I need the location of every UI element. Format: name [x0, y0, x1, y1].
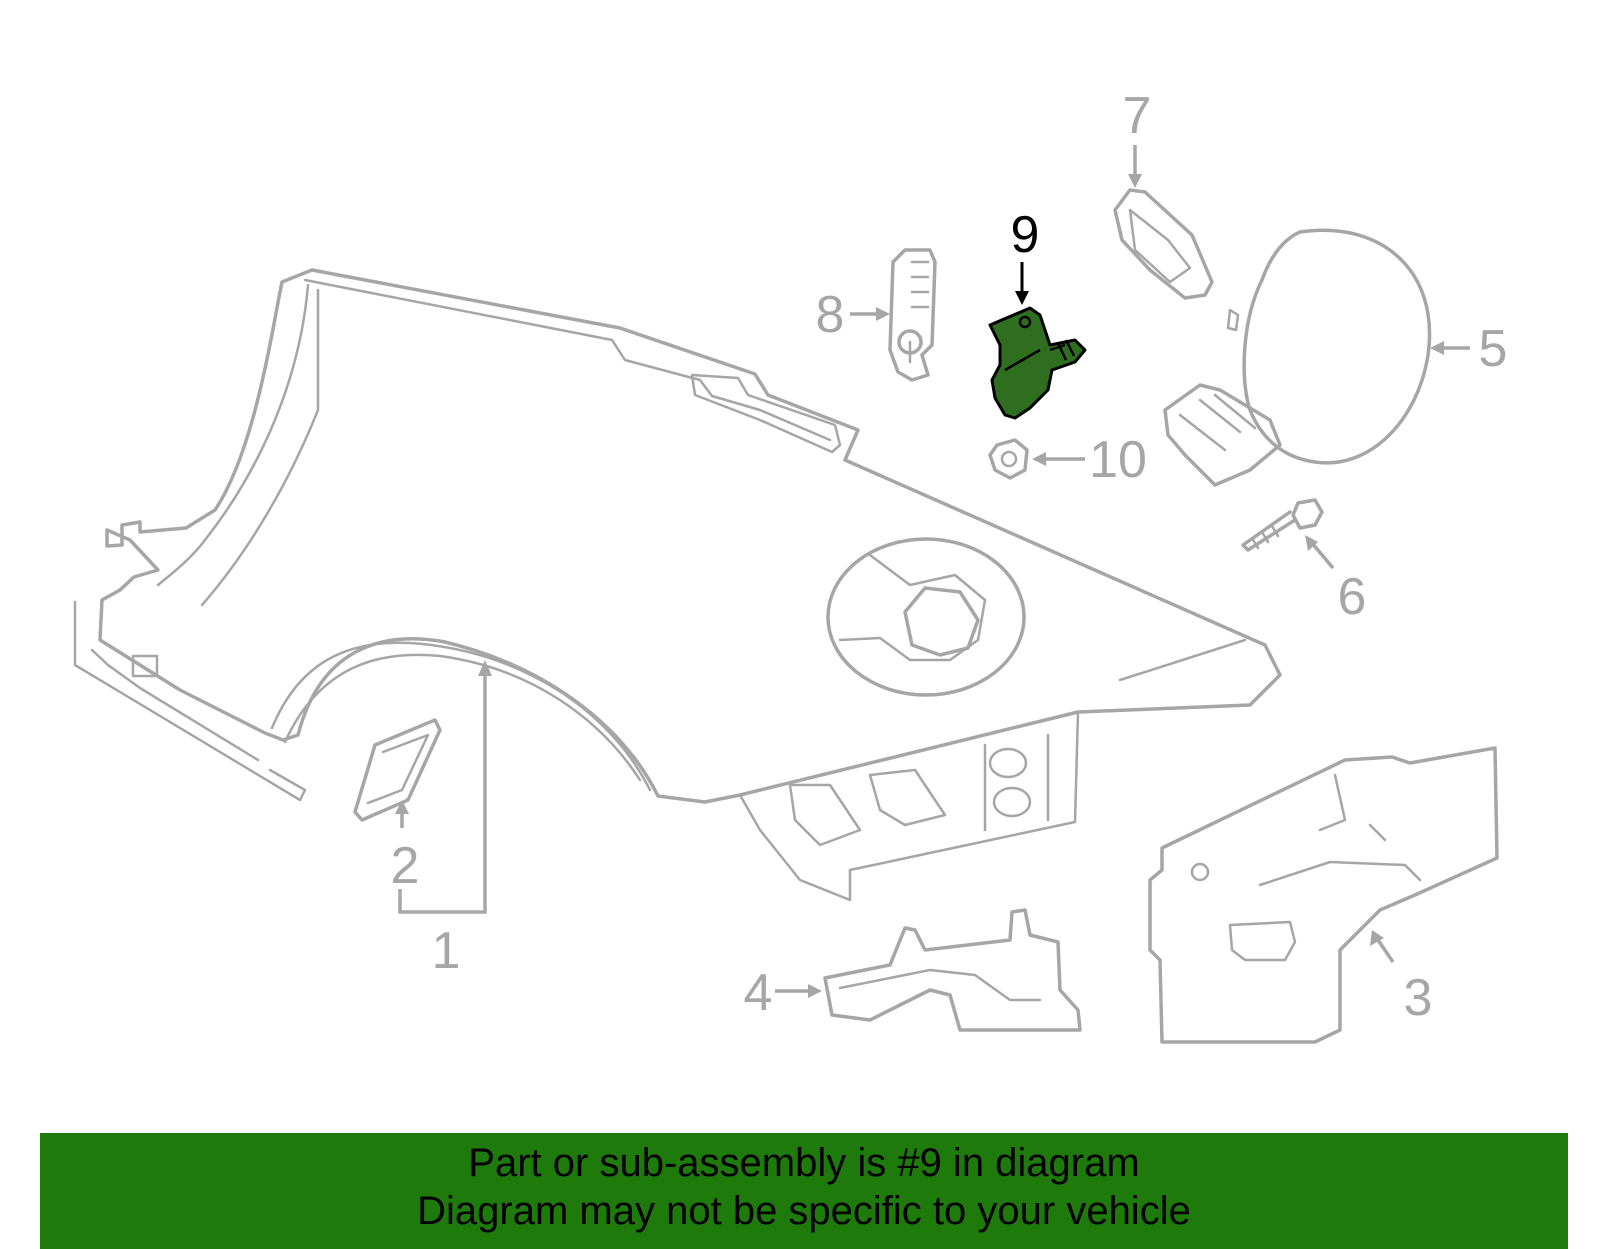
leader-4: [775, 984, 822, 998]
leader-8: [850, 307, 890, 321]
callout-7: 7: [1123, 87, 1152, 145]
callout-6: 6: [1338, 568, 1367, 626]
part-7-housing: [1113, 188, 1214, 300]
callout-10: 10: [1089, 431, 1147, 489]
leader-9: [1015, 262, 1029, 305]
part-2-bracket: [353, 718, 442, 822]
leader-10: [1032, 452, 1085, 466]
part-8-latch: [888, 248, 937, 382]
callout-9: 9: [1011, 206, 1040, 264]
footer-line-2: Diagram may not be specific to your vehi…: [417, 1189, 1191, 1233]
part-5-fuel-door: [1163, 228, 1432, 487]
callout-1: 1: [432, 922, 461, 980]
callout-5: 5: [1479, 320, 1508, 378]
part-4-bracket: [823, 908, 1082, 1032]
leader-2: [395, 800, 409, 828]
part-10-nut: [988, 438, 1029, 480]
leader-7: [1128, 145, 1142, 188]
footer-banner: Part or sub-assembly is #9 in diagram Di…: [40, 1133, 1568, 1249]
part-1-quarter-panel: [73, 268, 1282, 902]
callout-8: 8: [816, 286, 845, 344]
leader-1: [398, 660, 492, 914]
part-6-bolt: [1241, 498, 1324, 552]
footer-line-1: Part or sub-assembly is #9 in diagram: [468, 1141, 1140, 1185]
leader-5: [1430, 341, 1470, 355]
callout-3: 3: [1404, 969, 1433, 1027]
callout-4: 4: [744, 964, 773, 1022]
part-9-actuator: [988, 306, 1087, 420]
part-3-wheelhouse: [1148, 746, 1499, 1044]
callout-2: 2: [391, 837, 420, 895]
leader-3: [1370, 930, 1395, 963]
leader-6: [1305, 535, 1335, 570]
